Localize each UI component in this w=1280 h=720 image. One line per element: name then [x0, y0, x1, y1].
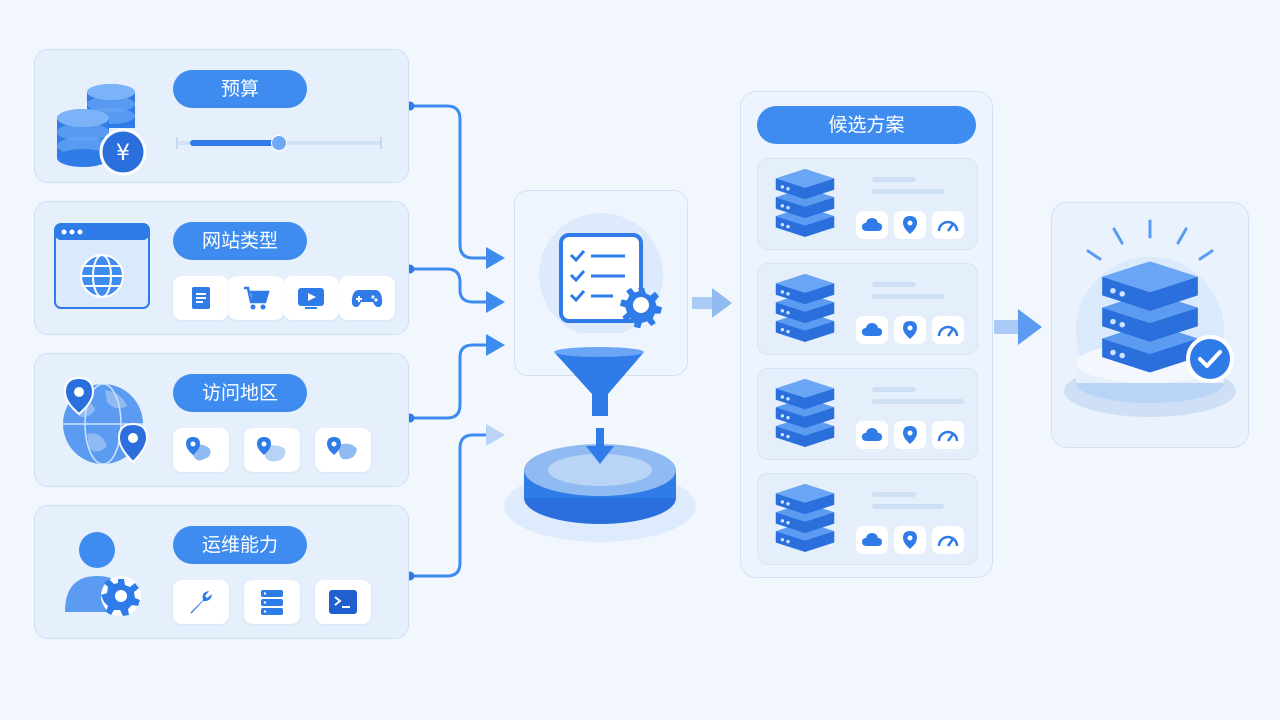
location-pin-icon — [894, 526, 926, 554]
site-type-card: 网站类型 — [34, 201, 409, 335]
candidate-card-1[interactable] — [757, 158, 978, 250]
result-card — [1051, 202, 1249, 448]
speed-gauge-icon — [932, 316, 964, 344]
coins-icon: ¥ — [49, 66, 149, 180]
candidate-card-4[interactable] — [757, 473, 978, 565]
connector-budget — [408, 104, 488, 260]
speed-gauge-icon — [932, 421, 964, 449]
candidate-card-3[interactable] — [757, 368, 978, 460]
budget-slider-knob[interactable] — [271, 135, 287, 151]
video-play-icon[interactable] — [283, 276, 339, 320]
location-pin-icon — [894, 211, 926, 239]
ops-label: 运维能力 — [173, 526, 307, 564]
cloud-icon — [856, 316, 888, 344]
arrow-head-4 — [486, 424, 505, 446]
arrow-head-1 — [486, 247, 505, 269]
browser-globe-icon — [53, 222, 151, 314]
connector-region — [408, 343, 488, 420]
site-type-label: 网站类型 — [173, 222, 307, 260]
server-stack-icon — [772, 169, 838, 237]
checklist-gear-icon — [535, 213, 671, 337]
region-label: 访问地区 — [173, 374, 307, 412]
cloud-icon — [856, 526, 888, 554]
candidate-card-2[interactable] — [757, 263, 978, 355]
candidates-panel: 候选方案 — [740, 91, 993, 578]
arrow-to-candidates — [692, 288, 732, 318]
map-asia-pin-icon[interactable] — [173, 428, 229, 472]
evaluation-card — [514, 190, 688, 376]
user-gear-icon — [59, 526, 149, 626]
arrow-head-3 — [486, 334, 505, 356]
arrow-head-2 — [486, 291, 505, 313]
selected-server-icon — [1064, 219, 1236, 417]
funnel-icon — [502, 346, 702, 560]
connector-ops — [408, 433, 488, 578]
budget-card: ¥ 预算 — [34, 49, 409, 183]
location-pin-icon — [894, 421, 926, 449]
map-region-icon[interactable] — [315, 428, 371, 472]
globe-pins-icon — [57, 372, 153, 476]
map-pin-cluster-icon[interactable] — [244, 428, 300, 472]
speed-gauge-icon — [932, 211, 964, 239]
budget-slider[interactable] — [176, 135, 382, 151]
cloud-icon — [856, 421, 888, 449]
speed-gauge-icon — [932, 526, 964, 554]
ops-card: 运维能力 — [34, 505, 409, 639]
connector-site-type — [408, 267, 488, 304]
candidates-label: 候选方案 — [757, 106, 976, 144]
location-pin-icon — [894, 316, 926, 344]
server-rack-icon[interactable] — [244, 580, 300, 624]
server-stack-icon — [772, 379, 838, 447]
server-stack-icon — [772, 274, 838, 342]
cloud-icon — [856, 211, 888, 239]
svg-text:¥: ¥ — [116, 141, 130, 166]
budget-label: 预算 — [173, 70, 307, 108]
shopping-cart-icon[interactable] — [228, 276, 284, 320]
check-badge-icon — [1186, 335, 1234, 383]
server-stack-icon — [772, 484, 838, 552]
arrow-to-result — [994, 309, 1042, 345]
wrench-icon[interactable] — [173, 580, 229, 624]
gamepad-icon[interactable] — [339, 276, 395, 320]
terminal-icon[interactable] — [315, 580, 371, 624]
document-icon[interactable] — [173, 276, 229, 320]
region-card: 访问地区 — [34, 353, 409, 487]
